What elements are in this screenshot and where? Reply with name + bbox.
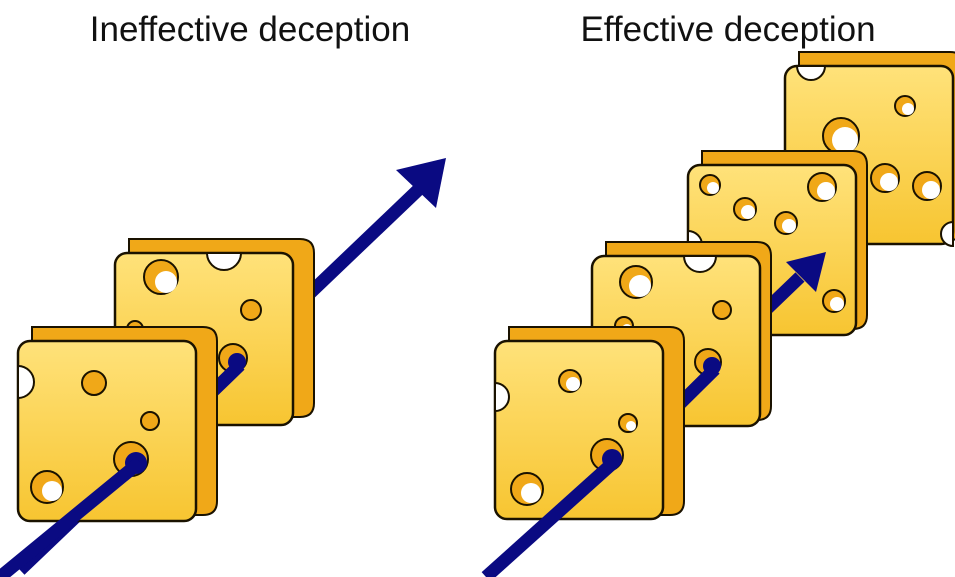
effective-deception-title: Effective deception [580,10,876,49]
ineffective-deception-title: Ineffective deception [89,10,411,49]
ineffective-panel [0,158,446,577]
swiss-cheese-slice-icon [493,326,685,521]
effective-panel [481,51,955,577]
swiss-cheese-slice-icon [16,326,218,523]
